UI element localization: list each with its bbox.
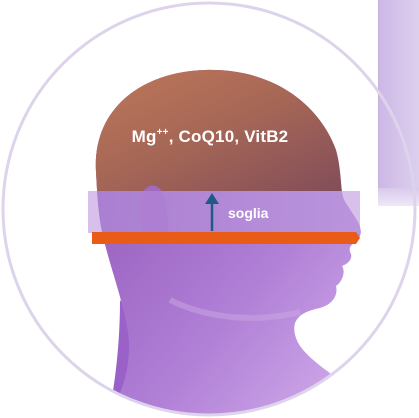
- threshold-line: [92, 232, 360, 244]
- compound-label: Mg++, CoQ10, VitB2: [80, 127, 340, 147]
- threshold-label: soglia: [228, 205, 268, 221]
